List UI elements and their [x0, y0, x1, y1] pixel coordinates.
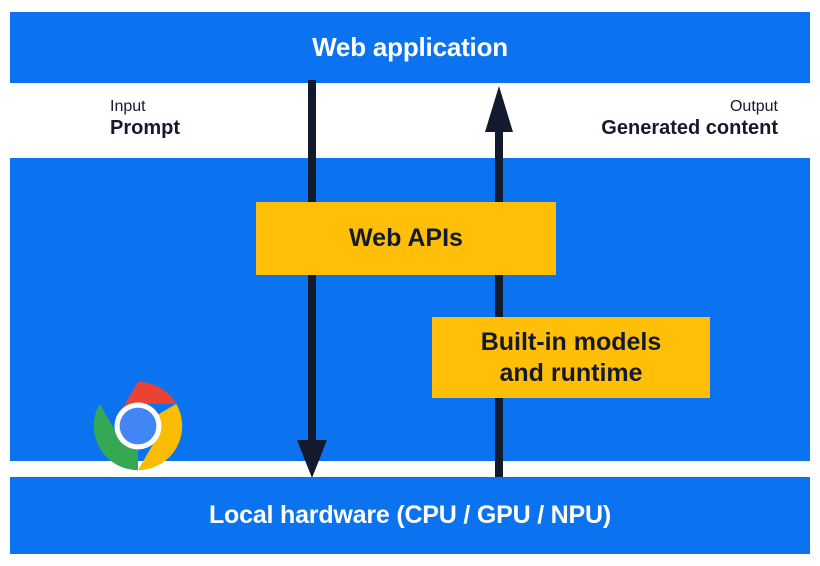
annotation-output-kicker: Output	[729, 98, 778, 115]
box-builtin-models-label: Built-in models and runtime	[481, 327, 662, 388]
box-web-apis: Web APIs	[256, 202, 556, 275]
box-builtin-models: Built-in models and runtime	[432, 317, 710, 398]
arrow-down-input	[297, 80, 327, 478]
annotation-output-value: Generated content	[601, 116, 778, 139]
arrow-up-output	[485, 86, 513, 480]
annotation-input-kicker: Input	[110, 98, 146, 115]
band-local-hardware: Local hardware (CPU / GPU / NPU)	[10, 477, 810, 554]
box-web-apis-label: Web APIs	[349, 224, 463, 253]
box-builtin-models-line2: and runtime	[499, 358, 643, 387]
chrome-logo-icon	[93, 381, 182, 471]
annotation-input: Input Prompt	[110, 98, 180, 140]
annotation-input-value: Prompt	[110, 116, 180, 139]
band-local-hardware-label: Local hardware (CPU / GPU / NPU)	[208, 501, 611, 529]
box-builtin-models-line1: Built-in models	[480, 328, 662, 356]
annotation-output: Output Generated content	[601, 98, 778, 140]
band-web-application-label: Web application	[312, 32, 508, 62]
band-web-application: Web application	[10, 12, 810, 83]
